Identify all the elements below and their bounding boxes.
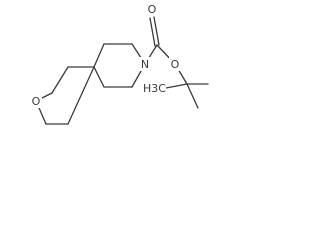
- methyl-label: H3C: [143, 82, 166, 95]
- bond: [165, 83, 188, 89]
- atom-n: N: [139, 57, 151, 71]
- ether-oxygen-label: O: [32, 95, 41, 108]
- carbonyl-oxygen-label: O: [148, 3, 157, 16]
- piperidine-ring: [93, 43, 146, 88]
- atom-o-ester: O: [169, 57, 181, 71]
- ester-oxygen-label: O: [171, 58, 180, 71]
- carbonyl-double-bond: [153, 16, 160, 46]
- bond: [51, 66, 69, 94]
- bond: [93, 43, 105, 68]
- atom-o-carbonyl: O: [146, 2, 158, 16]
- bond: [67, 66, 95, 125]
- boc-group: [144, 16, 209, 109]
- oxane-ring: [35, 66, 95, 125]
- bond: [93, 66, 105, 88]
- atom-methyl: H3C: [142, 81, 166, 95]
- carbonyl-double-bond: [149, 17, 156, 47]
- chemical-structure: N O O O H3C: [30, 2, 209, 125]
- bond: [186, 83, 199, 109]
- atom-o-ether: O: [30, 94, 42, 108]
- nitrogen-label: N: [141, 58, 149, 71]
